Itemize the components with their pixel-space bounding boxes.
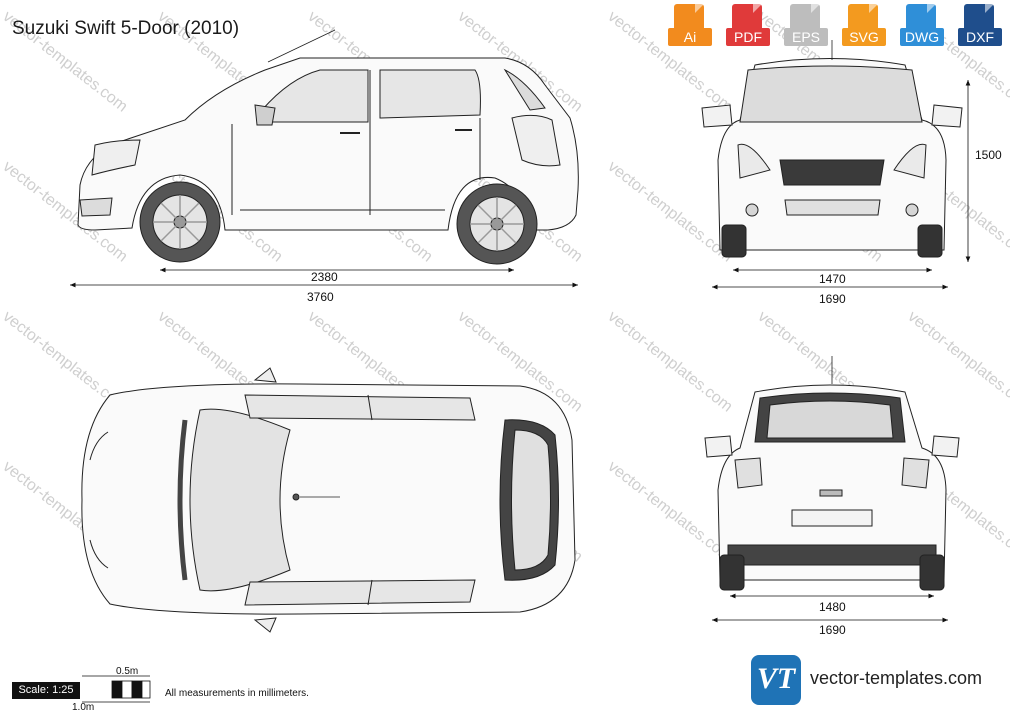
format-badge-dwg[interactable]: DWG [900, 4, 944, 52]
side-dimensions [70, 267, 578, 288]
dim-height: 1500 [975, 148, 1002, 162]
format-label: EPS [784, 28, 828, 46]
format-badge-ai[interactable]: Ai [668, 4, 712, 52]
format-label: DXF [958, 28, 1002, 46]
scale-one-meter: 1.0m [72, 702, 95, 713]
dim-wheelbase: 2380 [311, 270, 338, 284]
rear-dimensions [712, 593, 948, 623]
dim-length: 3760 [307, 290, 334, 304]
front-dimensions [712, 80, 971, 290]
format-badge-dxf[interactable]: DXF [958, 4, 1002, 52]
dim-rear-track: 1480 [819, 600, 846, 614]
side-view [77, 29, 579, 265]
format-badge-eps[interactable]: EPS [784, 4, 828, 52]
dim-front-track: 1470 [819, 272, 846, 286]
dim-width: 1690 [819, 292, 846, 306]
vt-logo-icon: VT [751, 655, 801, 705]
scale-half-meter: 0.5m [116, 666, 139, 677]
page-title: Suzuki Swift 5-Door (2010) [12, 18, 240, 39]
format-label: PDF [726, 28, 770, 46]
front-view [701, 40, 963, 258]
format-badge-svg[interactable]: SVG [842, 4, 886, 52]
format-label: DWG [900, 28, 944, 46]
format-label: Ai [668, 28, 712, 46]
dim-rear-width: 1690 [819, 623, 846, 637]
rear-view [704, 356, 960, 591]
format-badges: Ai PDF EPS SVG DWG DXF [668, 4, 1004, 54]
format-label: SVG [842, 28, 886, 46]
format-badge-pdf[interactable]: PDF [726, 4, 770, 52]
top-view [81, 367, 576, 633]
logo-text: vector-templates.com [810, 668, 983, 688]
measurement-note: All measurements in millimeters. [165, 688, 309, 699]
scale-label: Scale: 1:25 [12, 682, 80, 699]
scale-bar [82, 675, 151, 703]
